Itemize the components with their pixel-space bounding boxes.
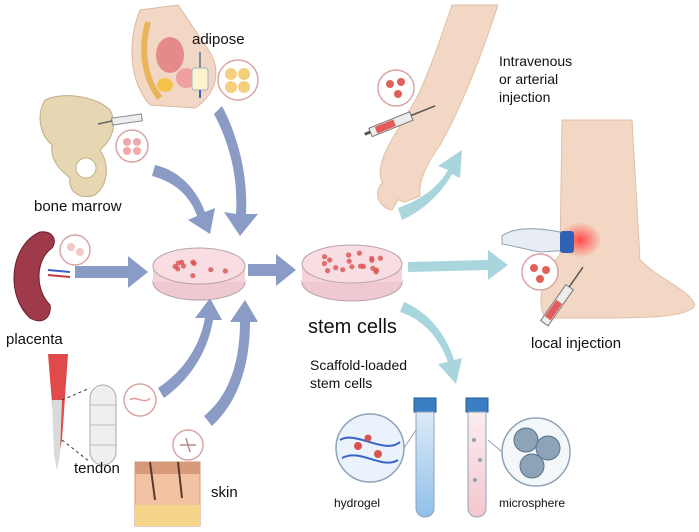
stem-cell-dot [322,254,328,260]
stem-cell-dot [180,263,187,269]
arrow-to-scaffold [400,302,462,384]
hydrogel-zoom-icon [335,413,417,483]
label-iv-line3: injection [499,89,550,105]
bone-marrow-cells-icon [115,129,149,163]
label-skin: skin [211,484,238,501]
stem-cell-dot [377,255,383,261]
label-bone-marrow: bone marrow [34,198,122,215]
skin-illustration [134,461,201,527]
skin-cells-icon [172,429,204,461]
stem-cell-dot [346,252,352,258]
iv-syringe-icon [364,105,436,138]
label-scaffold-line2: stem cells [310,375,372,391]
stem-cell-dot [340,267,346,273]
stem-cell-dot [175,260,181,266]
arrow-to-iv [398,150,462,220]
arrow-from-bone-marrow [152,165,215,234]
delivery-arrows [398,150,508,384]
stem-cell-dot [349,264,355,270]
label-scaffold-line1: Scaffold-loaded [310,357,407,373]
adipose-abdomen-illustration [131,4,217,109]
label-placenta: placenta [6,331,63,348]
stem-cell-dot [321,260,327,267]
label-local-injection: local injection [531,335,621,352]
stem-cell-dot [190,259,196,265]
stem-cell-dot [208,267,214,273]
stem-cell-dot [325,268,331,274]
arm-illustration [377,4,499,211]
label-iv-line2: or arterial [499,71,558,87]
stem-cell-dot [333,265,339,271]
label-microsphere: microsphere [499,496,565,510]
stem-cell-dot [346,258,352,264]
arrow-from-adipose [214,106,258,236]
stem-cell-dot [222,268,228,274]
tendon-cells-icon [123,383,157,417]
label-stem-cells: stem cells [308,316,397,338]
fat-cells-icon [217,59,259,101]
dish-cells-left [172,259,228,279]
arrow-from-skin [204,300,258,426]
culture-dish-left [152,247,246,301]
syringe-icon [97,113,143,126]
culture-dish-right [301,244,403,302]
stem-cell-dot [357,263,364,269]
source-arrows [75,106,258,426]
arrow-to-local [408,250,508,280]
hydrogel-tube [413,397,437,518]
stem-cell-dot [190,273,196,279]
dish-cells-right [321,250,383,275]
arrow-from-placenta [75,256,148,288]
label-tendon: tendon [74,460,120,477]
label-hydrogel: hydrogel [334,496,380,510]
iv-cells-icon [377,69,415,107]
stem-cell-dot [327,257,333,263]
local-syringe-icon [539,266,584,327]
local-cells-icon [521,253,559,291]
microsphere-zoom-icon [487,417,571,487]
lipo-bag-icon [191,52,209,98]
placenta-illustration [13,231,71,322]
stem-cell-dot [369,257,375,263]
arrow-from-tendon [158,298,222,398]
label-iv-line1: Intravenous [499,53,572,69]
microsphere-tube [465,397,489,518]
label-adipose: adipose [192,31,245,48]
stem-cell-dot [370,265,376,271]
tendon-illustration [48,354,117,470]
ultrasound-probe-icon [501,228,574,253]
pelvis-bone-illustration [39,95,115,197]
arrow-dish-to-dish [248,254,296,286]
placenta-cells-icon [59,234,91,266]
stem-cell-dot [356,250,362,256]
stem-cell-dot [175,266,181,272]
